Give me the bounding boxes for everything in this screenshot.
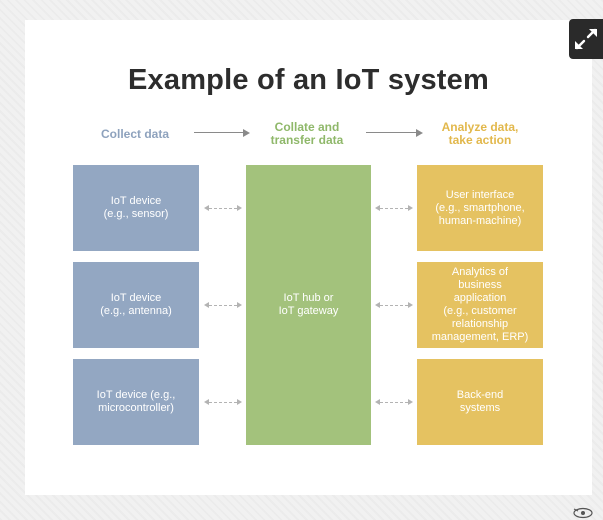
connector-sensor-hub [204,205,242,212]
eye-logo-icon [573,507,593,519]
device-microcontroller-line-2: microcontroller) [98,402,174,414]
device-antenna-line-2: (e.g., antenna) [100,305,172,317]
action-box-analytics: Analytics of business application (e.g.,… [417,262,543,348]
device-box-antenna: IoT device (e.g., antenna) [73,262,199,348]
stage-analyze-label: Analyze data, take action [420,121,540,147]
connector-hub-user-interface [375,205,413,212]
connector-microcontroller-hub [204,399,242,406]
action-backend-line-2: systems [459,402,501,414]
expand-arrows-icon [575,28,597,50]
device-box-sensor: IoT device (e.g., sensor) [73,165,199,251]
action-ui-line-3: human-machine) [438,214,522,227]
connector-hub-back-end [375,399,413,406]
device-antenna-line-1: IoT device [110,292,162,304]
diagram-title: Example of an IoT system [128,64,489,96]
action-backend-line-1: Back-end [456,389,504,401]
action-analytics-line-5: relationship [451,318,509,330]
stage-analyze-line-2: take action [448,133,512,147]
stage-collect-label: Collect data [85,128,185,141]
flow-arrow-collect-to-collate [194,128,250,138]
action-ui-line-1: User interface [445,188,515,201]
device-box-microcontroller: IoT device (e.g., microcontroller) [73,359,199,445]
flow-arrow-collate-to-analyze [366,128,423,138]
stage-collate-line-2: transfer data [270,133,344,147]
connector-antenna-hub [204,302,242,309]
action-analytics-line-6: management, ERP) [431,331,529,343]
stage-collate-label: Collate and transfer data [249,121,365,147]
action-box-user-interface: User interface (e.g., smartphone, human-… [417,165,543,251]
device-microcontroller-line-1: IoT device (e.g., [96,389,176,401]
device-sensor-line-2: (e.g., sensor) [103,208,169,220]
stage-analyze-line-1: Analyze data, [441,120,519,134]
diagram-card: Example of an IoT system Collect data Co… [25,20,592,495]
connector-hub-analytics [375,302,413,309]
action-analytics-line-1: Analytics of [451,266,509,278]
expand-button[interactable] [569,19,603,59]
action-analytics-line-3: application [453,292,507,304]
hub-line-2: IoT gateway [278,305,339,317]
hub-line-1: IoT hub or [283,292,334,304]
action-box-back-end: Back-end systems [417,359,543,445]
hub-box: IoT hub or IoT gateway [246,165,371,445]
stage-collate-line-1: Collate and [274,120,340,134]
device-sensor-line-1: IoT device [110,195,162,207]
stage-collect-text: Collect data [100,127,169,141]
action-analytics-line-2: business [458,279,502,291]
action-analytics-line-4: (e.g., customer [443,305,517,317]
action-ui-line-2: (e.g., smartphone, [435,201,525,214]
